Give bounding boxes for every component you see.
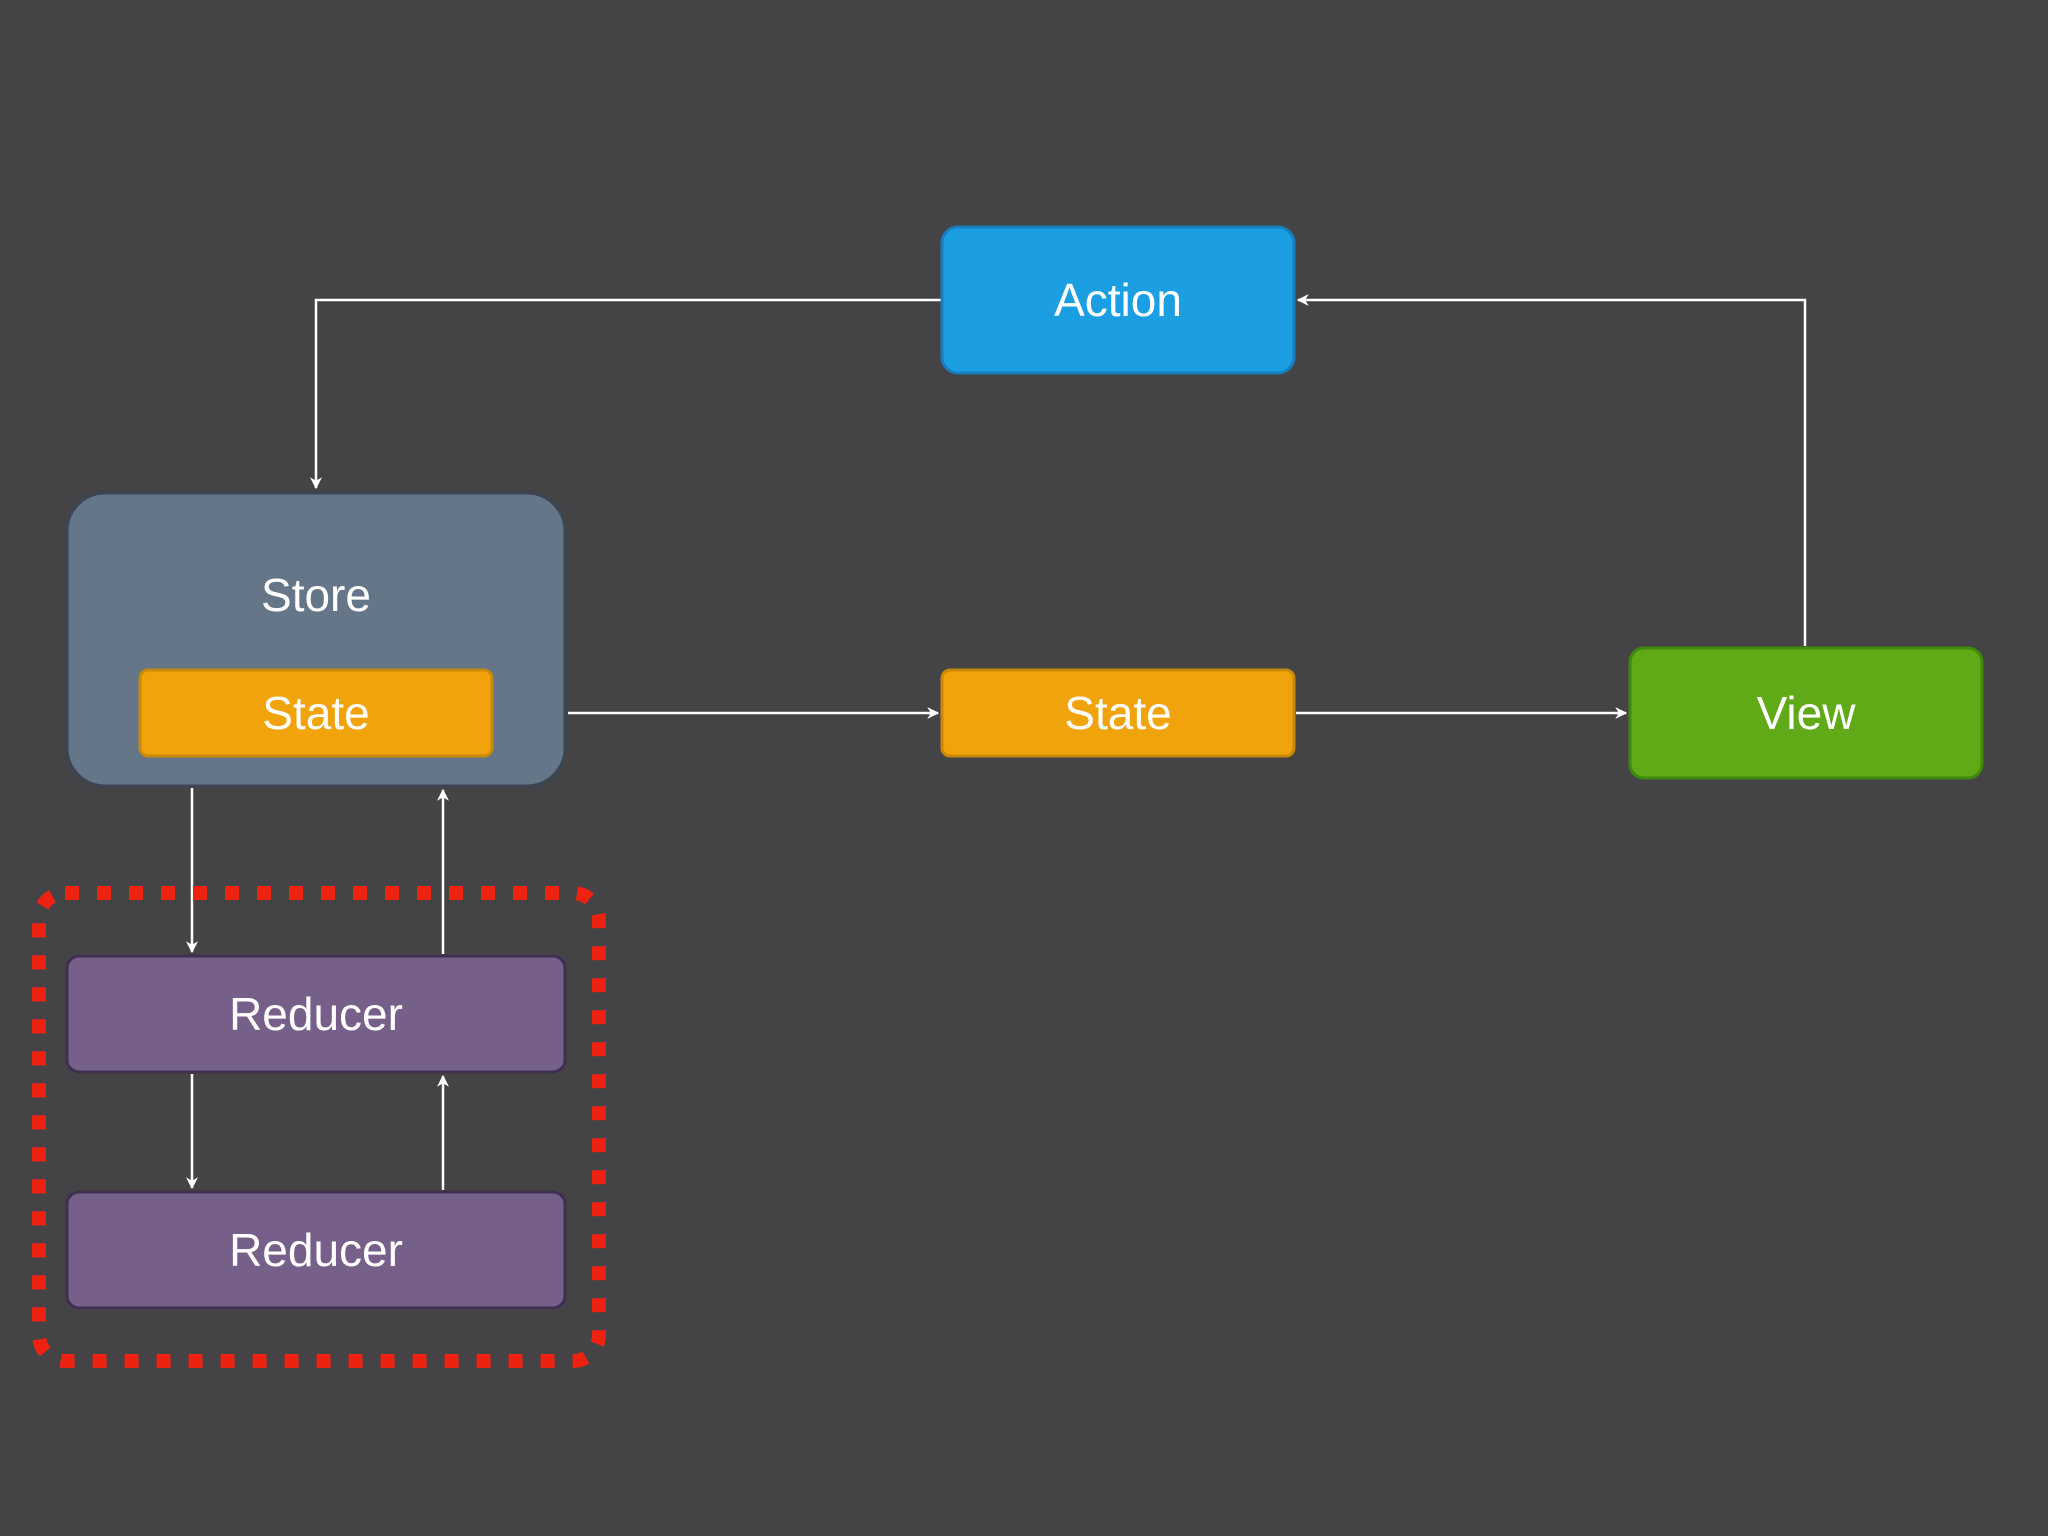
reducer-top-node: Reducer <box>65 954 567 1074</box>
edge-view-to-action <box>1296 294 1807 646</box>
edge-action-to-store <box>310 298 941 490</box>
view-node: View <box>1628 646 1984 780</box>
reducer-top-label: Reducer <box>229 988 403 1040</box>
connectors <box>186 294 1807 1190</box>
state-node: State <box>940 668 1296 758</box>
store-state-label: State <box>262 687 369 739</box>
store-node: Store State <box>65 491 567 788</box>
reducer-bottom-node: Reducer <box>65 1190 567 1310</box>
action-label: Action <box>1054 274 1182 326</box>
state-label: State <box>1064 687 1171 739</box>
reducer-bottom-label: Reducer <box>229 1224 403 1276</box>
action-node: Action <box>940 225 1296 375</box>
view-label: View <box>1757 687 1857 739</box>
reducer-highlight-frame <box>32 886 606 1368</box>
store-label: Store <box>261 569 371 621</box>
